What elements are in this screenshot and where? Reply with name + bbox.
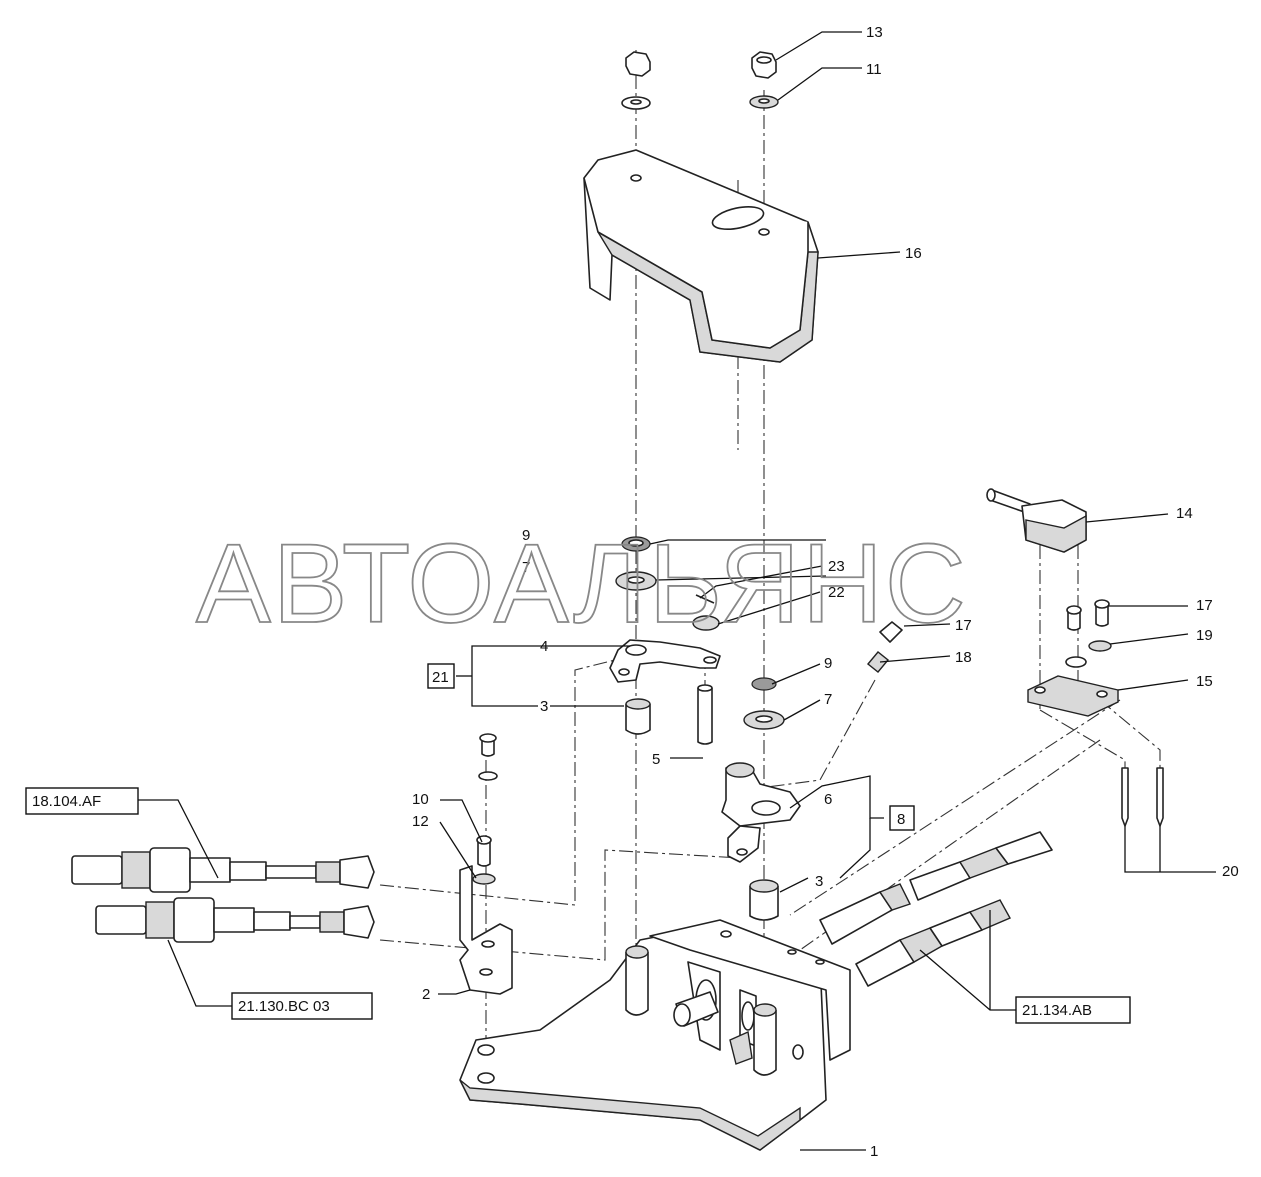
part-14-switch: [986, 488, 1087, 553]
assembly-8-box: [889, 805, 915, 831]
part-17-18-fitting: [867, 621, 903, 673]
assembly-8-parts: [721, 677, 801, 921]
callout-15: 15: [1196, 673, 1213, 690]
top-hardware: [621, 51, 779, 110]
callout-22: 22: [828, 584, 845, 601]
callout-12: 12: [412, 813, 429, 830]
callout-14: 14: [1176, 505, 1193, 522]
callout-11: 11: [866, 61, 882, 78]
assembly-21-label: 21: [432, 669, 449, 686]
reference-boxes: 18.104.AF 21.130.BC 03 21.134.AB: [25, 787, 1131, 1024]
ref-21-130-bc-03-box[interactable]: [231, 992, 373, 1020]
callout-10: 10: [412, 791, 429, 808]
part-2-bracket: [459, 733, 513, 995]
part-20-screws: [1121, 767, 1164, 827]
leader-lines: [138, 31, 1216, 1151]
part-16-cover: [583, 149, 819, 363]
callout-19: 19: [1196, 627, 1213, 644]
assembly-boxes: 21 8: [427, 663, 915, 831]
ref-18-104-af-box[interactable]: [25, 787, 139, 815]
callout-7-top: 7: [522, 559, 530, 576]
callout-23: 23: [828, 558, 845, 575]
watermark: АВТОАЛЬЯНС: [196, 521, 968, 646]
cable-connectors-right: [819, 831, 1053, 987]
callout-9-mid: 9: [824, 655, 832, 672]
callout-20: 20: [1222, 863, 1239, 880]
callout-1: 1: [870, 1143, 878, 1160]
callout-3-bottom: 3: [815, 873, 823, 890]
callouts: 13 11 16 9 7 23 22 17 18 4 3 9 7 5 6 3 1…: [412, 24, 1239, 1160]
callout-17-right: 17: [1196, 597, 1213, 614]
callout-3-top: 3: [540, 698, 548, 715]
assembly-21-parts: [609, 536, 721, 745]
cable-sensors: [71, 847, 375, 943]
callout-2: 2: [422, 986, 430, 1003]
center-lines: [379, 50, 1161, 1060]
ref-21-134-ab[interactable]: 21.134.AB: [1022, 1002, 1092, 1019]
callout-9-top: 9: [522, 527, 530, 544]
callout-18: 18: [955, 649, 972, 666]
assembly-21-box: [427, 663, 455, 689]
callout-4: 4: [540, 638, 548, 655]
callout-5: 5: [652, 751, 660, 768]
ref-21-130-bc-03[interactable]: 21.130.BC 03: [238, 998, 330, 1015]
callout-13: 13: [866, 24, 883, 41]
callout-6: 6: [824, 791, 832, 808]
part-1-base-plate: [459, 919, 851, 1151]
part-15-bracket: [1027, 599, 1119, 717]
callout-7-mid: 7: [824, 691, 832, 708]
ref-18-104-af[interactable]: 18.104.AF: [32, 793, 101, 810]
ref-21-134-ab-box[interactable]: [1015, 996, 1131, 1024]
callout-16: 16: [905, 245, 922, 262]
callout-17-center: 17: [955, 617, 972, 634]
assembly-8-label: 8: [897, 811, 905, 828]
